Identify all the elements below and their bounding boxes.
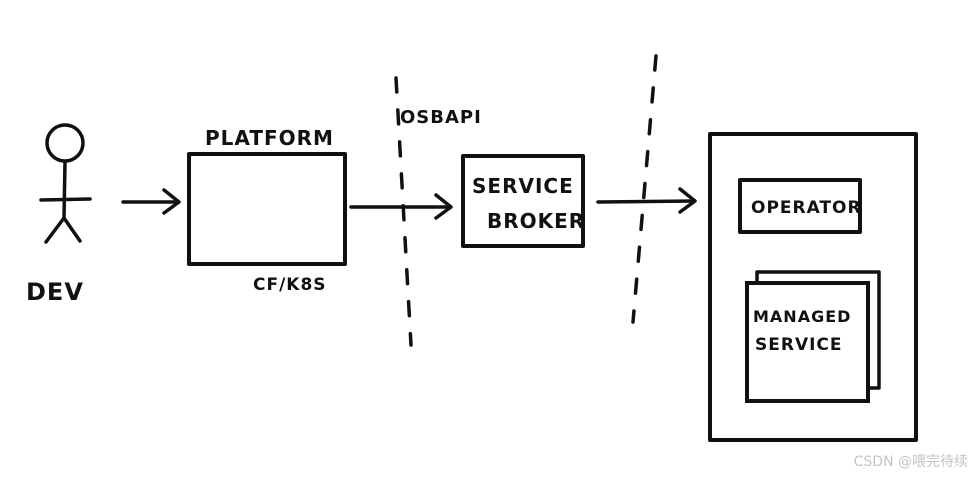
watermark-text: CSDN @喂完待续 xyxy=(853,454,968,470)
osbapi-label: OSBAPI xyxy=(400,107,482,128)
figure-arms xyxy=(39,197,92,202)
operator-label: OPERATOR xyxy=(751,198,862,218)
developer-stick-figure xyxy=(39,123,92,244)
figure-head xyxy=(45,123,85,163)
service-broker-box xyxy=(461,154,585,248)
managed-service-box xyxy=(745,281,870,403)
operator-box xyxy=(738,178,862,234)
boundary-line-osbapi xyxy=(394,76,413,347)
managed-label-line1: MANAGED xyxy=(753,307,851,326)
boundary-line-cluster xyxy=(631,54,658,324)
arrow-broker-to-cluster xyxy=(596,187,697,214)
broker-label-line2: BROKER xyxy=(487,209,585,233)
cluster-box xyxy=(708,132,918,442)
figure-body xyxy=(62,160,67,220)
figure-right-leg xyxy=(62,216,82,243)
platform-box xyxy=(187,152,347,266)
platform-sub-label: CF/K8S xyxy=(253,275,327,295)
arrow-platform-to-broker xyxy=(349,193,453,220)
managed-label-line2: SERVICE xyxy=(755,335,843,355)
broker-label-line1: SERVICE xyxy=(472,174,574,198)
dev-label: DEV xyxy=(26,278,84,306)
arrow-dev-to-platform xyxy=(121,188,181,215)
platform-label: PLATFORM xyxy=(205,126,334,150)
figure-left-leg xyxy=(44,216,66,244)
